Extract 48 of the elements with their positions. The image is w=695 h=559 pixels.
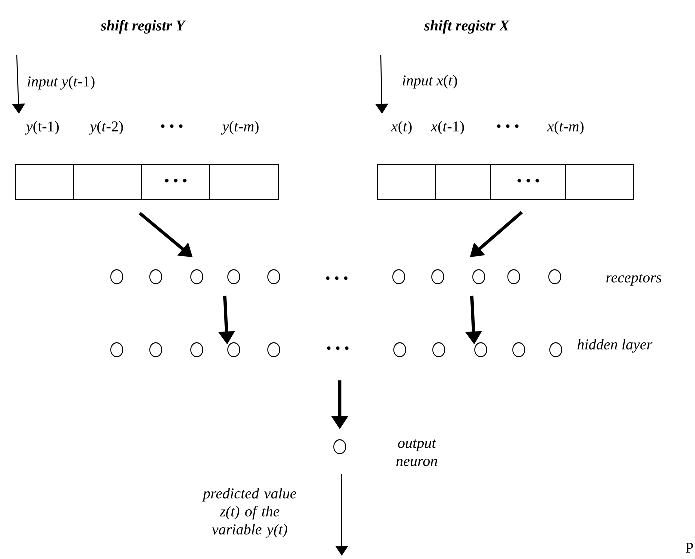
register-title: shift registr Y xyxy=(100,20,186,34)
neuron-circle xyxy=(432,270,444,284)
neuron-circle xyxy=(512,342,526,358)
register-label: y(t-1) xyxy=(25,121,59,135)
register-cell xyxy=(74,164,142,200)
register-cell xyxy=(16,164,74,200)
edge-label: predicted value z(t) of the variable y(t) xyxy=(202,488,296,538)
neuron-circle xyxy=(190,270,204,284)
register-label: x(t-1) xyxy=(431,121,464,135)
neuron-circle xyxy=(268,342,280,358)
layer-label: receptors xyxy=(606,274,662,286)
register-cell: • • • xyxy=(142,164,210,200)
neuron-circle xyxy=(190,342,204,358)
register-label: x(t-m) xyxy=(547,121,584,135)
neuron-circle xyxy=(550,342,562,358)
register-cell xyxy=(210,164,280,200)
ellipsis: • • • xyxy=(327,346,349,350)
neuron-circle xyxy=(548,270,562,284)
layer-label: output neuron xyxy=(396,440,438,466)
edge-label: input x(t) xyxy=(403,75,458,89)
neuron-circle xyxy=(394,342,406,358)
register-cell xyxy=(378,164,436,200)
register-label: y(t-m) xyxy=(221,121,259,135)
neuron-circle xyxy=(432,342,446,358)
page-letter: P xyxy=(686,543,694,553)
register-cell: • • • xyxy=(490,164,566,200)
register-label: x(t) xyxy=(391,121,412,135)
neuron-circle xyxy=(392,270,406,284)
neuron-circle xyxy=(474,342,488,358)
neuron-circle xyxy=(110,342,124,358)
neuron-circle xyxy=(472,270,486,284)
neuron-circle xyxy=(228,342,240,358)
register-title: shift registr X xyxy=(424,20,510,34)
register-label: • • • xyxy=(497,124,519,128)
layer-label: hidden layer xyxy=(578,339,653,353)
neuron-circle xyxy=(228,270,240,284)
neuron-circle xyxy=(508,270,520,284)
register-cell xyxy=(566,164,634,200)
edge-label: input y(t-1) xyxy=(28,76,95,90)
neuron-circle xyxy=(150,270,162,284)
register-label: • • • xyxy=(161,124,183,128)
neuron-circle xyxy=(110,270,124,284)
neuron-circle xyxy=(150,342,162,358)
register-cell xyxy=(436,164,492,200)
neuron-circle xyxy=(268,270,280,284)
ellipsis: • • • xyxy=(326,276,348,280)
register-label: y(t-2) xyxy=(88,121,124,135)
neuron-circle xyxy=(334,440,346,454)
